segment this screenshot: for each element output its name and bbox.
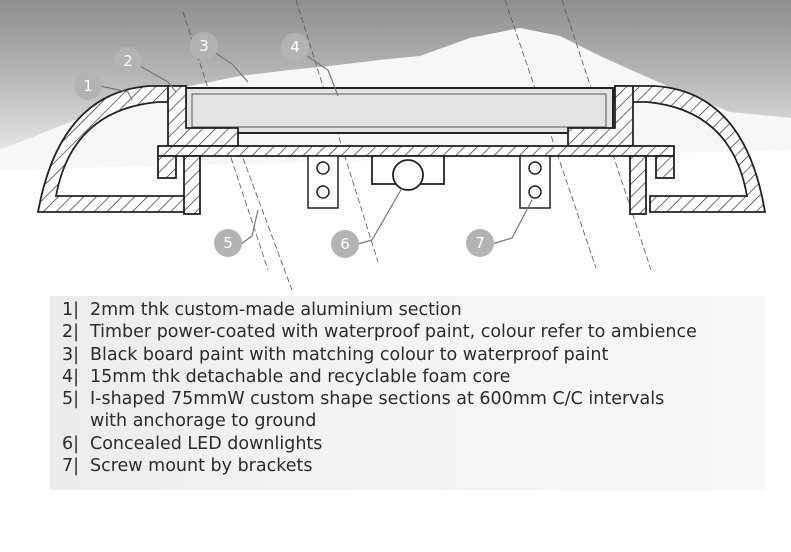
screw-bracket-right [519,155,551,209]
legend-text: 2mm thk custom-made aluminium section [90,300,462,320]
callout-4: 4 [281,33,309,61]
legend-number: 2| [62,322,80,343]
callout-3: 3 [190,32,218,60]
legend-item-4: 4| 15mm thk detachable and recyclable fo… [62,366,697,388]
svg-text:6: 6 [340,235,350,253]
callout-7: 7 [466,229,494,257]
legend-item-3: 3| Black board paint with matching colou… [62,344,697,366]
svg-text:7: 7 [475,234,485,252]
screw-bracket-left [307,155,339,209]
legend-text: 15mm thk detachable and recyclable foam … [90,366,511,387]
left-end-cap [157,155,177,179]
left-post [183,155,201,215]
legend-text: Black board paint with matching colour t… [90,344,609,365]
legend-text: Concealed LED downlights [90,433,323,454]
legend-number: 5| [62,389,80,410]
legend-number: 1| [62,300,80,320]
legend-text-continued: with anchorage to ground [90,411,317,432]
legend-number: 3| [62,344,80,365]
callout-2: 2 [114,47,142,75]
legend-item-2: 2| Timber power-coated with waterproof p… [62,321,697,343]
leader-lines [99,51,533,245]
foam-core-inner [191,93,607,128]
legend-text: Screw mount by brackets [90,456,313,477]
legend-number: 7| [62,456,80,477]
svg-text:3: 3 [199,37,209,55]
section-drawing: 1 2 3 4 5 6 7 [0,0,791,290]
svg-text:2: 2 [123,52,133,70]
foam-core [184,87,614,134]
right-end-cap [655,155,675,179]
right-post [629,155,647,215]
legend-text: I-shaped 75mmW custom shape sections at … [90,389,665,410]
callout-6: 6 [331,230,359,258]
legend-list: 1| 2mm thk custom-made aluminium section… [62,299,697,477]
legend-item-6: 6| Concealed LED downlights [62,433,697,455]
legend-number: 4| [62,366,80,387]
callout-1: 1 [74,72,102,100]
legend-item-5: 5| I-shaped 75mmW custom shape sections … [62,388,697,433]
svg-text:4: 4 [290,38,300,56]
base-plank [157,145,675,157]
legend-item-7: 7| Screw mount by brackets [62,455,697,477]
svg-text:5: 5 [223,234,233,252]
callout-5: 5 [214,229,242,257]
legend-number: 6| [62,433,80,454]
legend-panel: 1| 2mm thk custom-made aluminium section… [50,296,765,490]
svg-text:1: 1 [83,77,93,95]
legend-item-1: 1| 2mm thk custom-made aluminium section [62,299,697,321]
legend-text: Timber power-coated with waterproof pain… [90,322,697,343]
led-downlight [392,159,424,191]
